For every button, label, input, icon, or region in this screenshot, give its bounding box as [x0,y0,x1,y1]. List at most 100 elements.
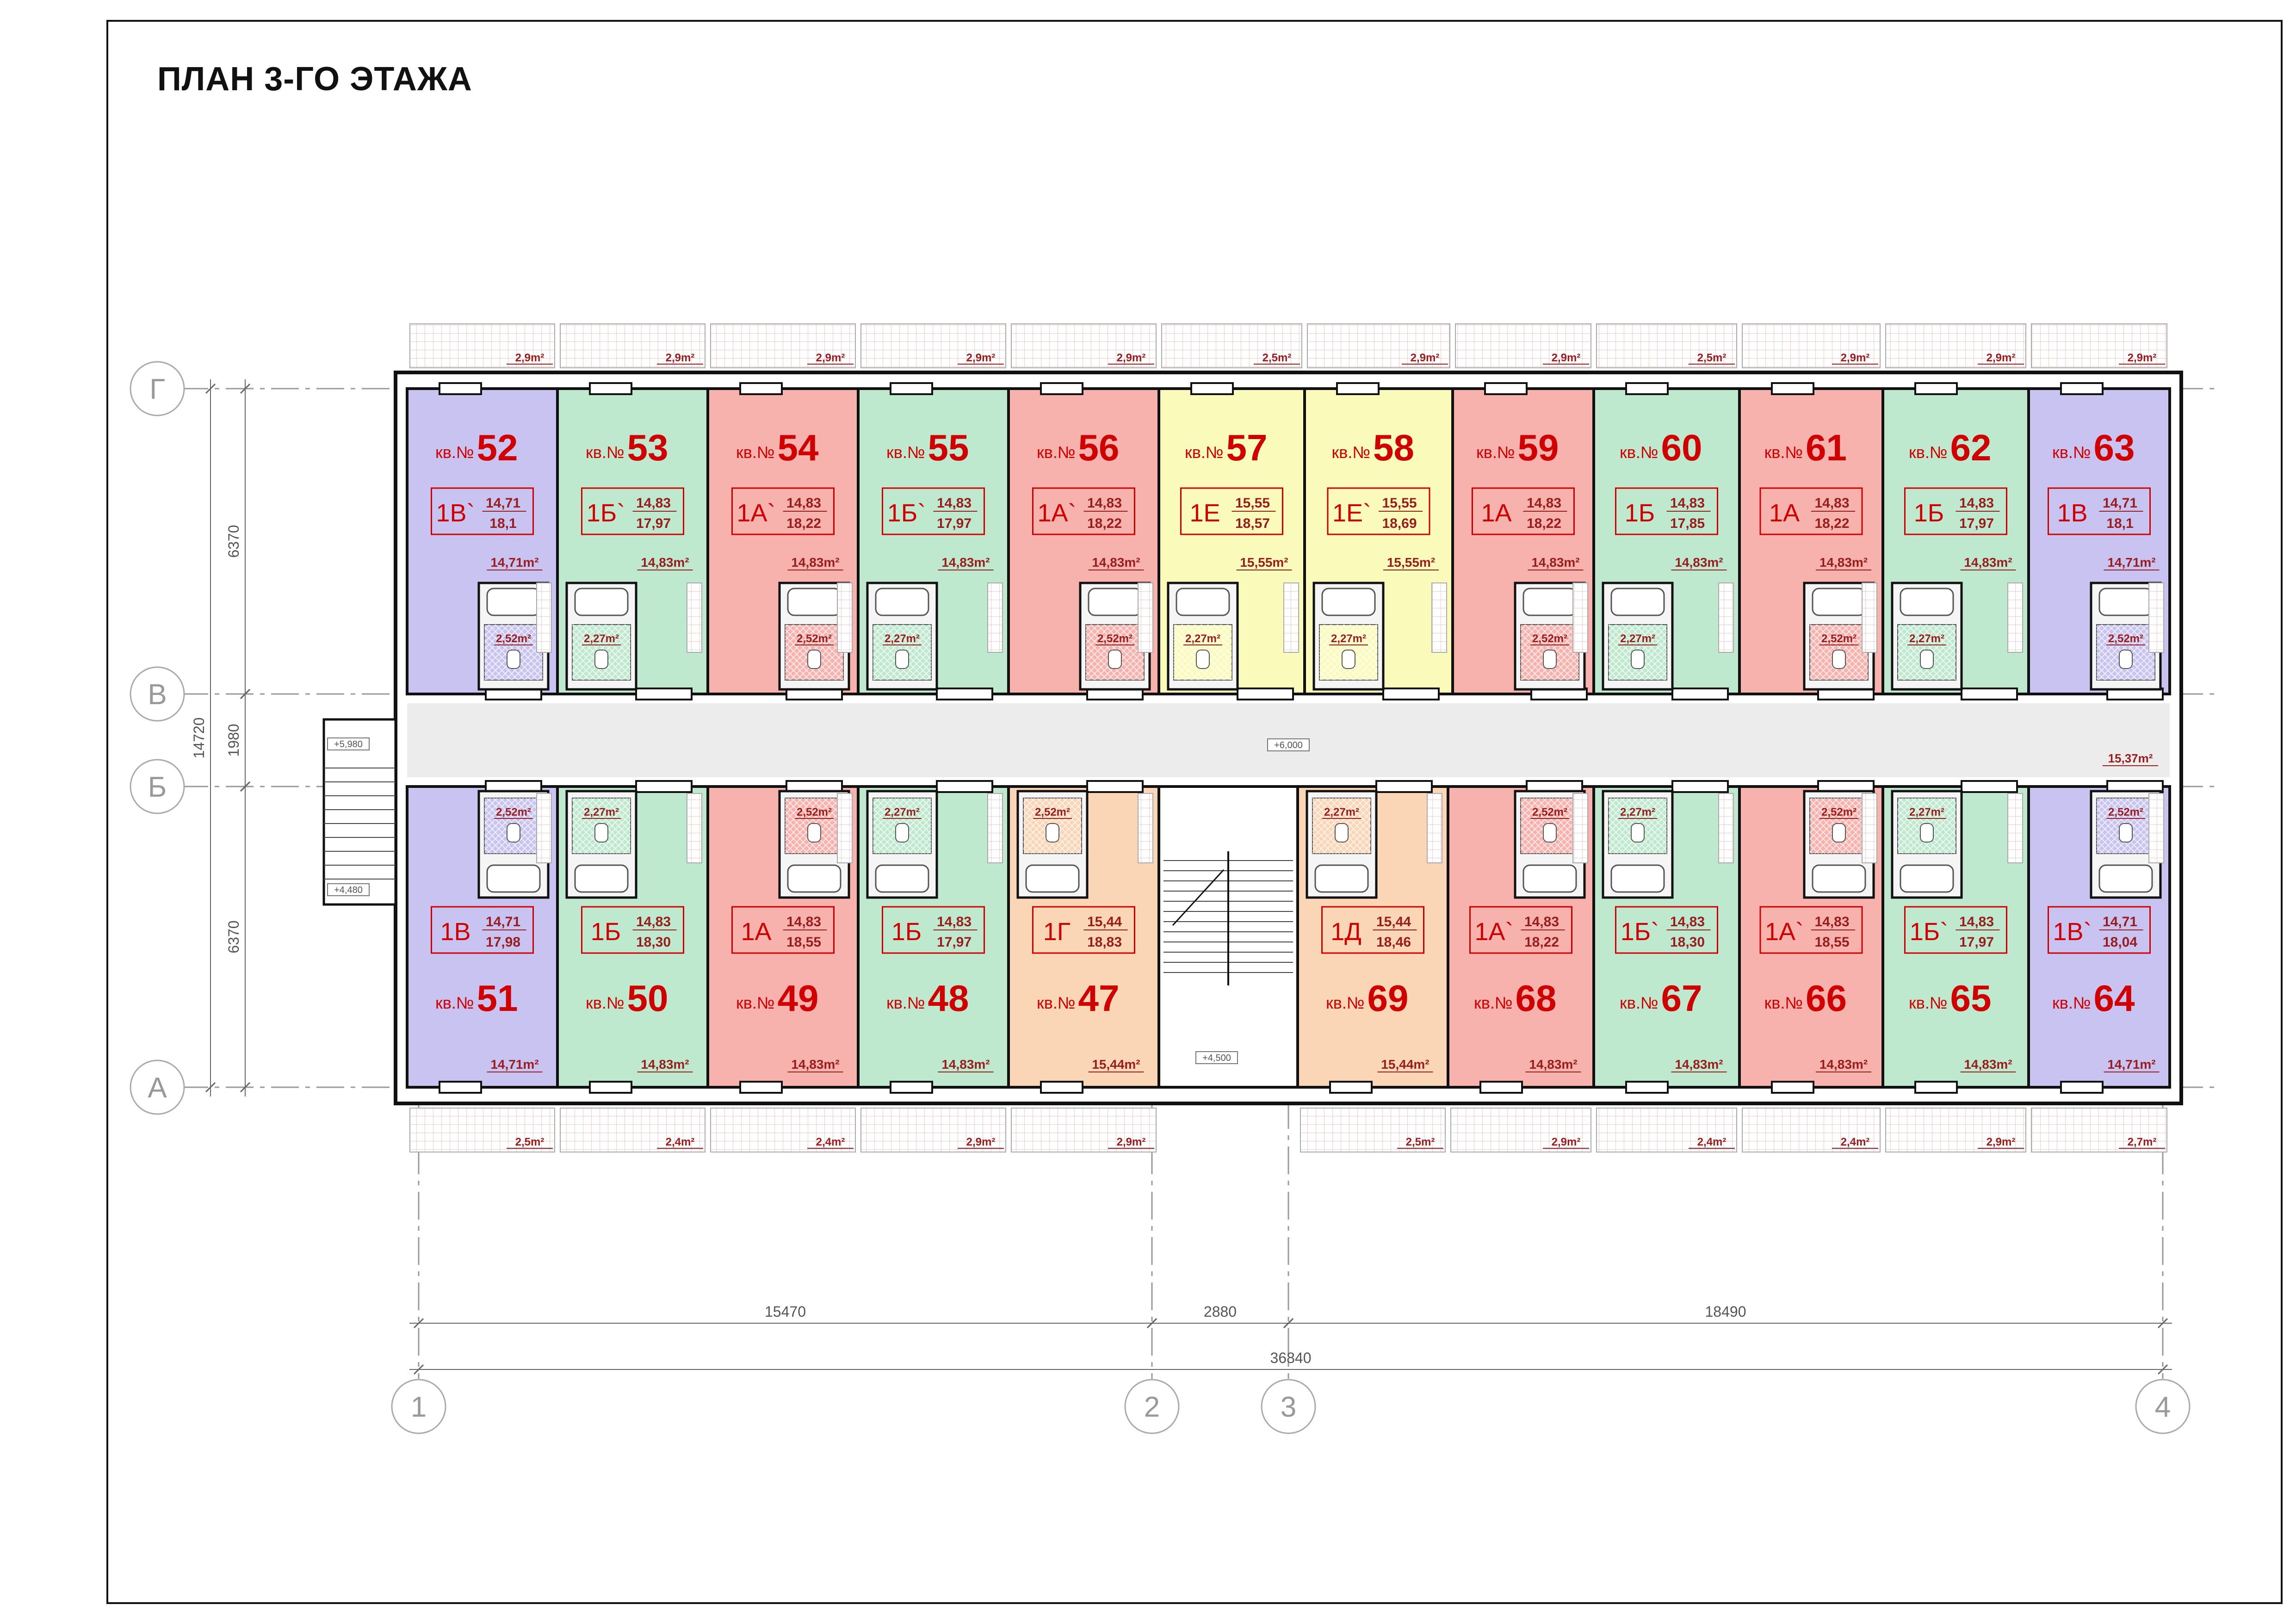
balcony-top-62 [1885,323,2026,368]
apartment-50-window [589,1081,632,1094]
apartment-53-type: 1Б` [587,499,625,527]
apartment-67-prefix: кв.№ [1620,993,1659,1012]
apartment-64-bathtub [2098,864,2153,893]
apartment-64-kitchen-strip [2148,793,2164,863]
axis-bubble-col [1124,1379,1180,1434]
dim-mid-label: 2880 [1204,1303,1237,1320]
apartment-58-window [1336,382,1380,395]
apartment-47-total-area: 18,83 [1087,935,1122,950]
apartment-53-wc-area: 2,27m² [584,632,619,645]
apartment-68-wc-area: 2,52m² [1532,806,1567,818]
stair-arrow [1172,869,1225,926]
apartment-58-number: 58 [1373,427,1414,468]
dim-lower-tick [240,781,251,792]
apartment-49-toilet [807,823,821,842]
apartment-47-wc-area: 2,52m² [1035,806,1070,818]
apartment-67-total-area: 18,30 [1670,935,1705,950]
apartment-62-number: 62 [1950,427,1992,468]
balcony-top-53 [560,323,706,368]
apartment-69-number: 69 [1368,978,1409,1019]
apartment-48-number: 48 [928,978,969,1019]
apartment-63-wc-area: 2,52m² [2108,632,2143,645]
balcony-bottom-49 [710,1108,856,1152]
entrance-upper-level: +5,980 [334,739,363,750]
apartment-58-prefix: кв.№ [1332,443,1371,462]
dim-lower-tick [240,1082,251,1093]
apartment-47-kitchen-strip [1138,793,1153,863]
apartment-52-kitchen-strip [536,582,552,653]
balcony-top-59-area: 2,9m² [1552,352,1581,364]
balcony-top-61 [1742,323,1881,368]
apartment-60-type-box [1615,487,1718,535]
apartment-56-kitchen-strip [1138,582,1153,653]
balcony-top-62-area: 2,9m² [1987,352,2016,364]
apartment-56-living-area: 14,83 [1087,496,1122,511]
apartment-47-corridor-door [1086,780,1144,793]
apartment-49-type: 1А [741,918,771,946]
apartment-54-number: 54 [778,427,819,468]
apartment-47-toilet [1046,823,1059,842]
dim-upper-tick [240,383,251,394]
apartment-53-prefix: кв.№ [586,443,625,462]
apartment-67-type-box [1615,906,1718,954]
apartment-48-room-area: 14,83m² [941,1057,990,1072]
apartment-48-total-area: 17,97 [937,935,972,950]
apartment-58-living-area: 15,55 [1382,496,1417,511]
apartment-69-bathtub [1314,864,1369,893]
apartment-64-type-box [2048,906,2151,954]
apartment-56-bathtub [1088,588,1142,616]
axis-bubble-row [130,361,185,416]
axis-label-row: Г [149,373,165,405]
apartment-47-prefix: кв.№ [1037,993,1076,1012]
apartment-51-bathtub [486,864,541,893]
apartment-63-room-area: 14,71m² [2107,555,2155,570]
apartment-68-living-area: 14,83 [1524,914,1559,929]
apartment-60-toilet [1631,650,1645,669]
apartment-66-number: 66 [1806,978,1847,1019]
dim-middle-label: 1980 [225,724,242,756]
apartment-61-total-area: 18,22 [1814,516,1849,531]
dim-left-label: 15470 [765,1303,806,1320]
apartment-50-living-area: 14,83 [636,914,671,929]
apartment-51-living-area: 14,71 [486,914,520,929]
apartment-53-kitchen-strip [687,582,702,653]
apartment-55-total-area: 17,97 [937,516,972,531]
apartment-67-number: 67 [1661,978,1702,1019]
apartment-62-corridor-door [1961,688,2018,700]
apartment-67-window [1625,1081,1669,1094]
balcony-bottom-64-area: 2,7m² [2128,1136,2157,1148]
apartment-67-kitchen-strip [1718,793,1734,863]
apartment-56-type: 1А` [1037,499,1076,527]
balcony-bottom-47-area: 2,9m² [1117,1136,1146,1148]
apartment-48-window [890,1081,933,1094]
apartment-47-type-box [1032,906,1135,954]
apartment-62-prefix: кв.№ [1909,443,1948,462]
apartment-54-total-area: 18,22 [786,516,821,531]
apartment-61-type: 1А [1769,499,1800,527]
apartment-52-prefix: кв.№ [435,443,474,462]
apartment-59-toilet [1543,650,1557,669]
apartment-68-room-area: 14,83m² [1529,1057,1577,1072]
apartment-65-living-area: 14,83 [1959,914,1994,929]
apartment-51-prefix: кв.№ [435,993,474,1012]
apartment-69-living-area: 15,44 [1376,914,1411,929]
apartment-47-living-area: 15,44 [1087,914,1122,929]
apartment-48-type-box [882,906,985,954]
apartment-69-type: 1Д [1331,918,1362,946]
apartment-54-type: 1А` [736,499,775,527]
apartment-64-type: 1В` [2053,918,2092,946]
apartment-61-bathtub [1812,588,1866,616]
balcony-top-56 [1011,323,1157,368]
apartment-50-room-area: 14,83m² [641,1057,689,1072]
apartment-53-bathtub [574,588,629,616]
apartment-62-wc-area: 2,27m² [1909,632,1944,645]
apartment-54-toilet [807,650,821,669]
apartment-60-corridor-door [1671,688,1729,700]
dim-total-vertical-label: 14720 [191,718,207,759]
apartment-59-bathtub [1522,588,1577,616]
apartment-47-room-area: 15,44m² [1092,1057,1140,1072]
apartment-69-total-area: 18,46 [1376,935,1411,950]
apartment-55-bathtub [875,588,929,616]
